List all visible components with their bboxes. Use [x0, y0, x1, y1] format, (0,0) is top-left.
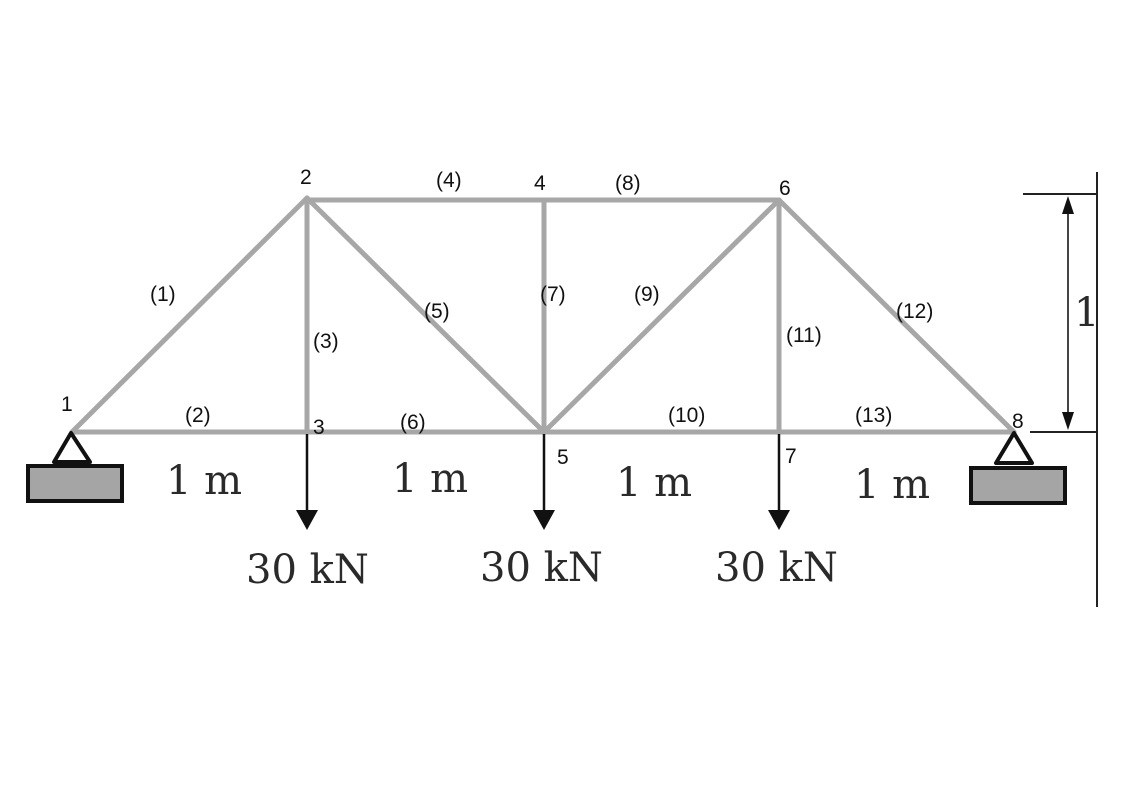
load-label: 30 kN	[246, 547, 369, 593]
node-label: 8	[1012, 410, 1024, 433]
member-label: (2)	[185, 404, 211, 427]
member-label: (13)	[855, 404, 892, 427]
member-1	[69, 195, 310, 435]
member-label: (10)	[668, 404, 705, 427]
span-label: 1 m	[166, 458, 242, 504]
member-12	[776, 197, 1017, 435]
member-9	[541, 197, 782, 435]
dimension-arrow-up	[1062, 196, 1074, 214]
member-label: (1)	[150, 283, 176, 306]
member-label: (4)	[436, 169, 462, 192]
load-label: 30 kN	[480, 545, 603, 591]
span-label: 1 m	[854, 462, 930, 508]
load-labels: 30 kN 30 kN 30 kN	[246, 545, 838, 593]
node-label: 4	[534, 172, 546, 195]
node-label: 7	[785, 445, 797, 468]
node-label: 5	[557, 446, 569, 469]
load-arrowhead	[296, 510, 318, 530]
member-5	[304, 195, 547, 435]
member-label: (8)	[615, 172, 641, 195]
member-label: (9)	[634, 283, 660, 306]
node-labels: 1 2 3 4 5 6 7 8	[61, 166, 1024, 469]
member-label: (12)	[896, 300, 933, 323]
load-arrowhead	[533, 510, 555, 530]
height-dimension-label: 1	[1074, 290, 1099, 336]
node-label: 1	[61, 393, 73, 416]
support-right-base	[969, 466, 1067, 505]
support-right	[969, 431, 1067, 505]
support-left	[26, 431, 124, 503]
member-label: (6)	[400, 411, 426, 434]
height-dimension: 1	[1023, 172, 1099, 607]
member-labels: (1) (2) (3) (4) (5) (6) (7) (8) (9) (10)…	[150, 169, 933, 434]
span-label: 1 m	[616, 460, 692, 506]
node-label: 6	[779, 177, 791, 200]
support-right-pin	[994, 431, 1034, 465]
member-label: (3)	[313, 330, 339, 353]
support-left-base	[26, 464, 124, 503]
load-arrows	[296, 434, 790, 530]
span-label: 1 m	[392, 456, 468, 502]
member-label: (5)	[424, 300, 450, 323]
node-label: 2	[300, 166, 312, 189]
truss-members	[69, 195, 1017, 435]
load-arrowhead	[768, 510, 790, 530]
span-labels: 1 m 1 m 1 m 1 m	[166, 456, 930, 508]
node-label: 3	[313, 416, 325, 439]
support-left-pin	[52, 431, 92, 464]
member-label: (11)	[786, 324, 822, 347]
member-label: (7)	[540, 283, 566, 306]
load-label: 30 kN	[715, 545, 838, 591]
dimension-arrow-down	[1062, 412, 1074, 430]
